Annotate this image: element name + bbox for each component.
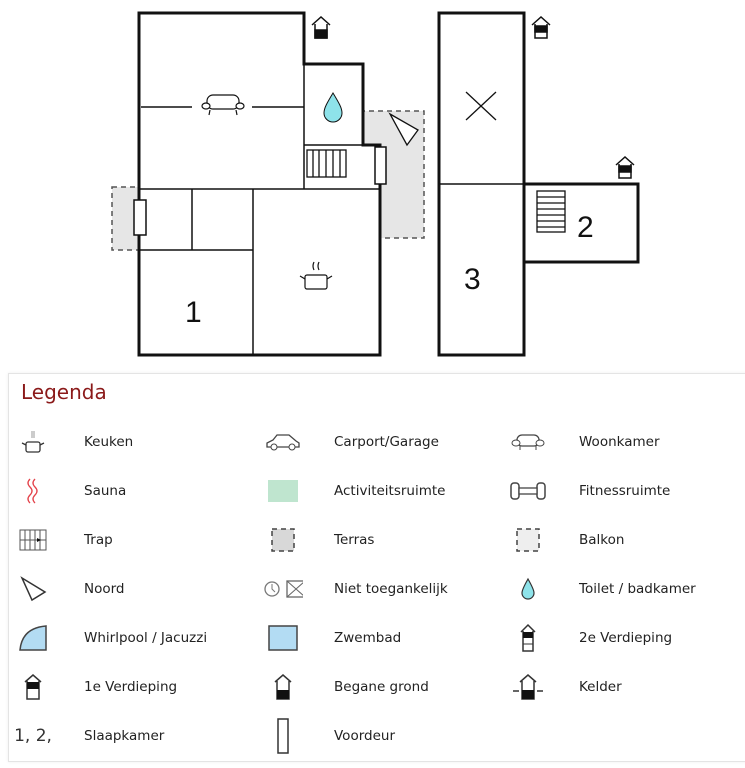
legend-title: Legenda (21, 380, 107, 404)
stairs-icon (536, 190, 566, 233)
legend-label: Terras (334, 532, 375, 548)
legend-item: Toilet / badkamer (521, 574, 696, 604)
legend-label: Noord (84, 581, 125, 597)
legend-label: Activiteitsruimte (334, 483, 446, 499)
legend-item: Zwembad (268, 623, 401, 653)
north-icon (388, 112, 419, 147)
sofa-icon (508, 427, 548, 457)
dumbbell-icon (508, 476, 548, 506)
legend-label: Voordeur (334, 728, 396, 744)
legend-label: 1e Verdieping (84, 679, 178, 695)
stairs-icon (306, 149, 347, 178)
legend-item: Activiteitsruimte (268, 476, 446, 506)
legend-item: 1e Verdieping (24, 672, 177, 702)
building-main (137, 11, 382, 357)
legend-label: Trap (84, 532, 113, 548)
basement-icon (508, 672, 548, 702)
kitchen-icon (13, 427, 53, 457)
floor-plan: 1 2 3 (111, 11, 640, 357)
balcony-icon (508, 525, 548, 555)
not-accessible-icon (465, 91, 497, 121)
terrace-icon (263, 525, 303, 555)
legend-label: Carport/Garage (334, 434, 439, 450)
legend-label: Sauna (84, 483, 127, 499)
whirlpool-icon (13, 623, 53, 653)
legend-item: Sauna (27, 476, 126, 506)
legend-label: Woonkamer (579, 434, 660, 450)
legend-item: Balkon (516, 525, 624, 555)
legend-label: Begane grond (334, 679, 429, 695)
kitchen-icon (299, 261, 333, 290)
first-floor-icon (531, 15, 551, 39)
legend-label: Balkon (579, 532, 625, 548)
bedroom-number-icon: 1, 2, (14, 726, 52, 746)
legend-label: Zwembad (334, 630, 402, 646)
ground-floor-icon (263, 672, 303, 702)
legend-item: 2e Verdieping (520, 623, 672, 653)
sauna-icon (13, 476, 53, 506)
legend-item: Niet toegankelijk (264, 574, 448, 604)
second-floor-icon (508, 623, 548, 653)
legend-item: Trap (19, 525, 113, 555)
first-floor-icon (13, 672, 53, 702)
legend-label: Niet toegankelijk (334, 581, 448, 597)
legend-label: Fitnessruimte (579, 483, 671, 499)
legend-item: Terras (271, 525, 374, 555)
legend-label: 2e Verdieping (579, 630, 673, 646)
car-icon (263, 427, 303, 457)
legend-label: Whirlpool / Jacuzzi (84, 630, 208, 646)
front-door-icon (263, 718, 303, 754)
legend-label: Keuken (84, 434, 134, 450)
bedroom-2-label: 2 (577, 211, 594, 244)
water-drop-icon (323, 92, 343, 123)
not-accessible-icon (263, 574, 303, 604)
legend-item: Noord (20, 574, 125, 604)
legend-item: Kelder (513, 672, 622, 702)
legend-item: 1, 2, Slaapkamer (14, 721, 164, 751)
north-icon (13, 574, 53, 604)
front-door-right (374, 146, 387, 185)
legend-item: Woonkamer (511, 427, 660, 457)
bedroom-3-label: 3 (464, 263, 481, 296)
legend-label: Kelder (579, 679, 622, 695)
front-door-left (133, 199, 147, 236)
ground-floor-icon (311, 15, 331, 39)
bedroom-1-label: 1 (185, 296, 202, 329)
pool-icon (263, 623, 303, 653)
legend-item: Voordeur (277, 718, 395, 754)
interior-walls (139, 64, 380, 355)
legend-item: Whirlpool / Jacuzzi (19, 623, 207, 653)
legend-item: Keuken (21, 427, 133, 457)
activity-area-icon (263, 476, 303, 506)
stairs-icon (13, 525, 53, 555)
legend-label: Slaapkamer (84, 728, 165, 744)
legend-item: Carport/Garage (266, 427, 439, 457)
legend-label: Toilet / badkamer (579, 581, 696, 597)
sofa-icon (201, 94, 245, 116)
water-drop-icon (508, 574, 548, 604)
legend-item: Fitnessruimte (510, 476, 670, 506)
legend-item: Begane grond (274, 672, 429, 702)
first-floor-icon (615, 155, 635, 179)
